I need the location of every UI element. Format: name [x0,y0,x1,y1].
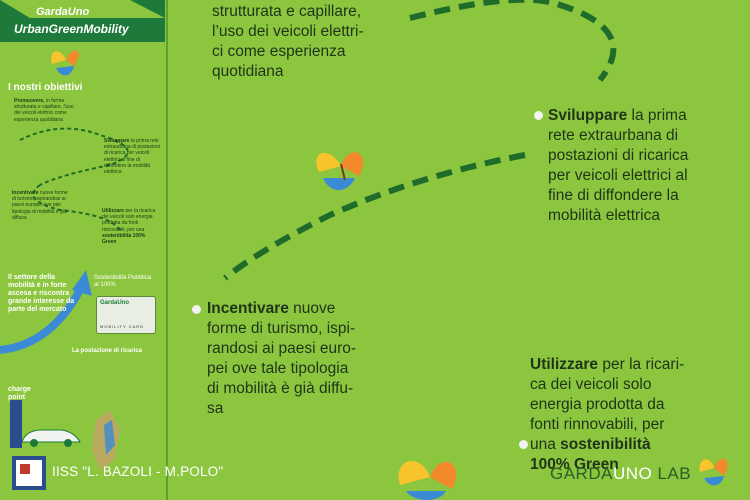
block3-line: forme di turismo, ispi- [207,320,356,337]
thumbnail-corner-shape-right [130,0,165,18]
objective-block-develop: Sviluppare la prima rete extraurbana di … [548,106,738,226]
butterfly-icon-middle [316,152,364,191]
thumbnail-card-label: MOBILITY CARD [100,324,145,329]
block1-line: l’uso dei veicoli elettri- [212,23,364,40]
block2-line: rete extraurbana di [548,127,679,144]
block4-line: ca dei veicoli solo [530,376,652,393]
thumbnail-card-brand: GardaUno [100,300,130,306]
thumbnail-station-title: La postazione di ricarica [72,348,143,354]
block1-line: strutturata e capillare, [212,3,362,20]
gardauno-lab-label: GARDAUNO LAB [550,464,692,483]
objective-block-incentivize: Incentivare nuove forme di turismo, ispi… [207,299,407,419]
block3-line: randosi ai paesi euro- [207,340,357,357]
block4-line: 100% Green [530,456,619,473]
block2-line: mobilità elettrica [548,207,660,224]
thumbnail-objective-2: Sviluppare la prima rete extraurbana di … [104,138,160,176]
block4-line: fonti rinnovabili, per [530,416,665,433]
thumbnail-sustainability-text: Sostenibilità Pubblica al 100% [94,275,152,288]
block3-line: pei ove tale tipologia [207,360,349,377]
block2-line: postazioni di ricarica [548,147,689,164]
thumbnail-car-icon [21,429,81,447]
dashed-path-middle [223,152,526,281]
thumbnail-charge-station [10,400,22,448]
bullet-dot [519,440,528,449]
thumbnail-sector-text: Il settore della mobilità è in forte asc… [8,274,75,313]
block2-line: fine di diffondere la [548,187,679,204]
bullet-dot [534,111,543,120]
objective-block-promote: strutturata e capillare, l’uso dei veico… [212,2,422,82]
thumbnail-arrow-icon [0,270,92,354]
thumbnail-header: UrbanGreenMobility [0,18,165,42]
thumbnail-charge-label: charge point [8,386,31,401]
block4-line: una sostenibilità [530,436,651,453]
block3-line: sa [207,400,224,417]
thumbnail-dashed-path-2 [32,184,121,231]
butterfly-icon-bottom [398,461,457,500]
thumbnail-graphics [0,0,165,470]
block2-line: Sviluppare la prima [548,107,687,124]
thumbnail-mobility-card: GardaUno MOBILITY CARD [96,296,156,334]
block3-line: Incentivare nuove [207,300,336,317]
thumbnail-objective-3: Incentivare nuove forme di turismo, ispi… [12,190,68,221]
school-logo [12,456,46,490]
block2-line: per veicoli elettrici al [548,167,688,184]
footer-butterfly-logo-icon [699,458,728,486]
thumbnail-dashed-path [19,127,129,186]
block1-line: quotidiana [212,63,284,80]
block1-line: ci come esperienza [212,43,346,60]
thumbnail-butterfly-logo-icon [51,50,79,76]
thumbnail-objectives-title: I nostri obiettivi [8,82,83,93]
dashed-path-top [409,0,617,82]
thumbnail-objective-1: Promuovere, in forma strutturata e capil… [14,98,74,123]
block3-line: di mobilità è già diffu- [207,380,354,397]
objective-block-utilize: Utilizzare per la ricari- ca dei veicoli… [530,355,730,475]
thumbnail-objective-4: Utilizzare per la ricarica dei veicoli s… [102,208,156,246]
block4-line: Utilizzare per la ricari- [530,356,685,373]
block4-line: energia prodotta da [530,396,665,413]
thumbnail-map-shape [92,410,120,470]
thumbnail-header-title: UrbanGreenMobility [14,22,129,36]
thumbnail-brand: GardaUno [36,6,90,18]
bullet-dot [192,305,201,314]
thumbnail-corner-shape [0,0,30,18]
thumbnail-panel[interactable]: GardaUno UrbanGreenMobility I nostri obi… [0,0,168,500]
school-name: IISS "L. BAZOLI - M.POLO" [52,464,224,479]
